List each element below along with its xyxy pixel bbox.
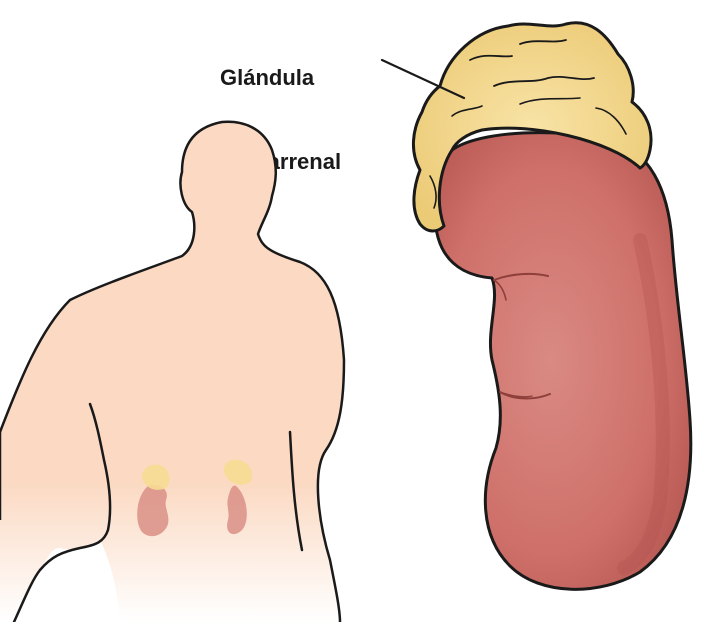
body-silhouette (0, 122, 344, 622)
large-kidney (435, 133, 691, 590)
